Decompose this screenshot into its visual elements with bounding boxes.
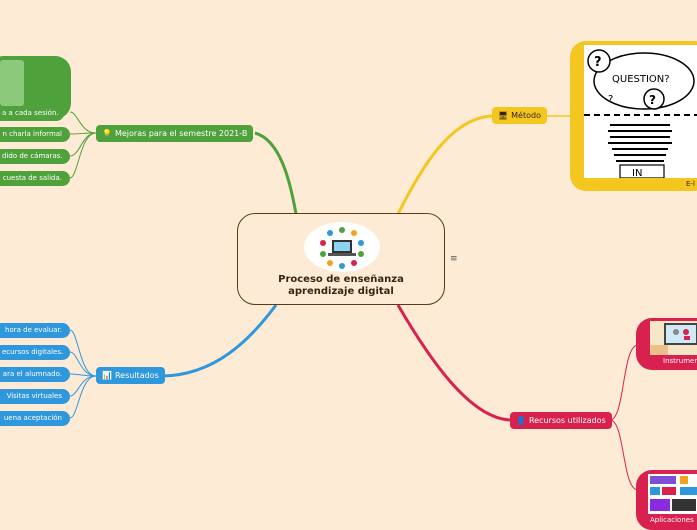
lightbulb-icon: 💡 (102, 129, 112, 138)
question-text: QUESTION? (612, 74, 670, 85)
image-card-instrumentos[interactable]: Instrumen (636, 318, 697, 370)
leaf-mejoras-4[interactable]: cuesta de salida. (0, 171, 70, 186)
branch-metodo[interactable]: 🖥Método (492, 107, 547, 124)
branch-recursos[interactable]: 👤Recursos utilizados (510, 412, 612, 429)
laptop-network-illustration (304, 222, 380, 272)
computer-icon: 🖥 (498, 111, 509, 120)
svg-text:?: ? (608, 94, 613, 105)
question-illustration: QUESTION? ? ? ? IN (584, 45, 697, 179)
aplicaciones-caption: Aplicaciones (650, 516, 694, 524)
instrumentos-caption: Instrumen (663, 357, 697, 365)
central-title: Proceso de enseñanza aprendizaje digital (238, 274, 444, 298)
person-icon: 👤 (516, 416, 526, 425)
leaf-resultados-2[interactable]: ecursos digitales. (0, 345, 70, 360)
leaf-resultados-4[interactable]: Visitas virtuales (0, 389, 70, 404)
leaf-mejoras-2[interactable]: n charla informal (0, 127, 70, 142)
leaf-resultados-5[interactable]: uena aceptación (0, 411, 70, 426)
leaf-mejoras-1[interactable]: a a cada sesión. (0, 106, 64, 121)
leaf-resultados-1[interactable]: hora de evaluar. (0, 323, 70, 338)
metodo-card-caption: E-l (686, 180, 695, 188)
branch-mejoras[interactable]: 💡Mejoras para el semestre 2021-B (96, 125, 254, 142)
branch-resultados-label: Resultados (114, 371, 159, 380)
bar-chart-icon: 📊 (102, 371, 112, 380)
image-card-metodo[interactable]: QUESTION? ? ? ? IN E-l (570, 41, 697, 191)
leaf-mejoras-3[interactable]: dido de cámaras. (0, 149, 70, 164)
notes-icon[interactable]: ≡ (450, 254, 458, 264)
apps-logos-illustration (648, 474, 697, 514)
svg-text:?: ? (594, 55, 602, 70)
central-title-line1: Proceso de enseñanza (278, 274, 404, 285)
branch-resultados[interactable]: 📊Resultados (96, 367, 165, 384)
branch-mejoras-label: Mejoras para el semestre 2021-B (114, 129, 248, 138)
central-title-line2: aprendizaje digital (288, 286, 394, 297)
branch-recursos-label: Recursos utilizados (528, 416, 606, 425)
image-card-aplicaciones[interactable]: Aplicaciones (636, 470, 697, 530)
central-topic[interactable]: Proceso de enseñanza aprendizaje digital (237, 213, 445, 305)
leaf-resultados-3[interactable]: ara el alumnado. (0, 367, 70, 382)
svg-text:?: ? (649, 93, 656, 107)
in-text: IN (632, 168, 642, 178)
branch-metodo-label: Método (511, 111, 541, 120)
image-thumbnail (0, 60, 24, 106)
instruments-illustration (650, 321, 697, 355)
